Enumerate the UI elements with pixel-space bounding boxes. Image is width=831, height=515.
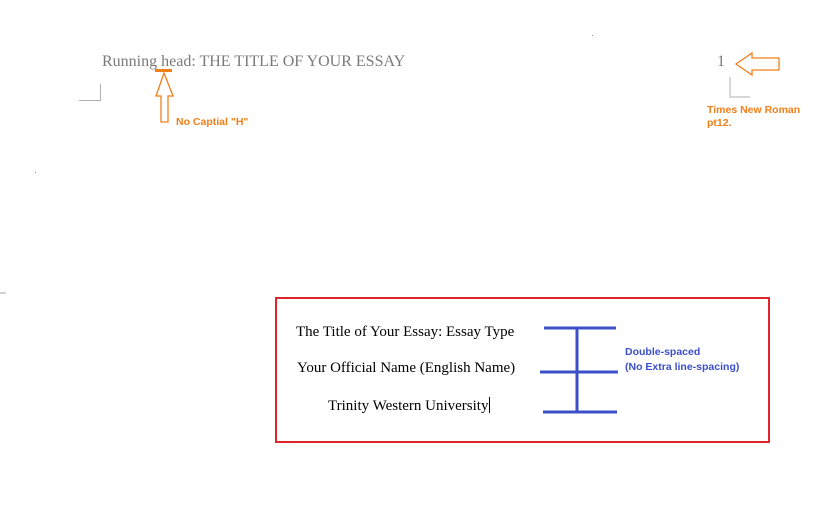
author-name[interactable]: Your Official Name (English Name)	[297, 360, 516, 376]
page-dot	[592, 35, 593, 36]
font-note-line2: pt12.	[707, 117, 732, 129]
double-spacing-bracket	[540, 326, 618, 414]
page-dot	[35, 172, 36, 173]
text-cursor	[489, 397, 491, 413]
page-number-arrow-icon	[734, 51, 780, 77]
margin-corner-marker	[79, 84, 101, 101]
capital-h-note: No Captial "H"	[176, 116, 249, 128]
spacing-note: Double-spaced (No Extra line-spacing)	[625, 345, 739, 375]
ruler-tick	[0, 292, 6, 294]
institution-line[interactable]: Trinity Western University	[328, 397, 491, 415]
font-note: Times New Roman pt12.	[707, 104, 800, 130]
institution-name: Trinity Western University	[328, 398, 489, 414]
font-note-connector	[729, 77, 750, 98]
essay-title[interactable]: The Title of Your Essay: Essay Type	[296, 324, 515, 340]
spacing-note-line2: (No Extra line-spacing)	[625, 361, 740, 373]
spacing-note-line1: Double-spaced	[625, 346, 701, 358]
page-number[interactable]: 1	[717, 53, 725, 70]
font-note-line1: Times New Roman	[707, 104, 801, 116]
capital-h-arrow-icon	[155, 69, 174, 123]
running-head[interactable]: Running head: THE TITLE OF YOUR ESSAY	[102, 53, 406, 70]
title-block-highlight	[275, 297, 770, 443]
